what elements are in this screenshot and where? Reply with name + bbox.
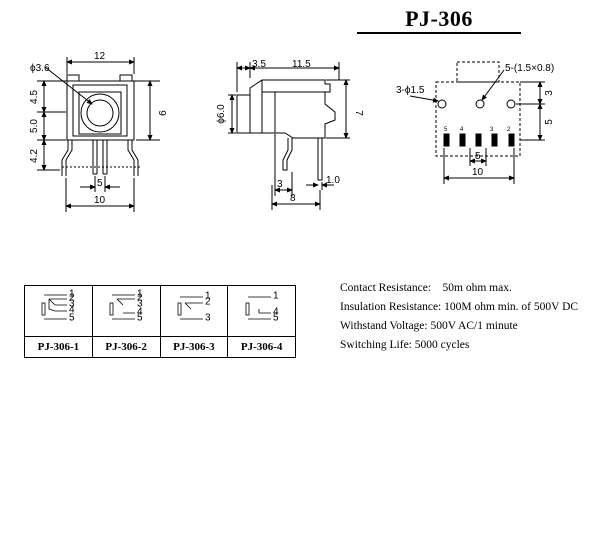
spec-switching-life: Switching Life: 5000 cycles — [340, 339, 470, 351]
front-view — [37, 57, 160, 212]
schematic-2-icon: 1 2 3 4 5 — [109, 288, 143, 323]
front-body-outline — [66, 74, 135, 141]
front-right-lead — [127, 140, 139, 176]
specifications: Contact Resistance: 50m ohm max. Insulat… — [340, 279, 578, 355]
pcb-slot-2 — [491, 133, 498, 147]
schematic-pin-label: 3 — [205, 312, 211, 323]
schematic-pin-label: 2 — [69, 292, 75, 303]
pcb-slot-4 — [459, 133, 466, 147]
pcb-dim-right-mid: 5 — [544, 119, 555, 125]
side-body-outline — [249, 79, 336, 139]
schematic-pin-label: 1 — [273, 290, 279, 301]
pcb-slot-1 — [508, 133, 515, 147]
side-dim-front: 3.5 — [252, 59, 266, 70]
pcb-pin-label: 4 — [460, 127, 464, 133]
schematic-4-icon: 1 4 5 — [245, 290, 279, 323]
front-dim-top: 4.5 — [29, 90, 40, 104]
side-dim-base: 8 — [290, 193, 296, 204]
side-pin-a — [282, 138, 293, 171]
spec-contact-resistance: Contact Resistance: 50m ohm max. — [340, 282, 512, 294]
schematic-pin-label: 4 — [273, 306, 279, 317]
pcb-dim-peg: 3-ϕ1.5 — [396, 85, 425, 96]
front-dim-base: 10 — [94, 195, 106, 206]
schematic-pin-label: 3 — [137, 298, 143, 309]
variant-schematic-1: 1 2 3 4 5 — [24, 285, 93, 337]
pcb-slot-3 — [475, 133, 482, 147]
front-pin-2 — [102, 140, 108, 175]
pcb-pin-label: 3 — [490, 127, 494, 133]
side-dim-pin-a: 3 — [277, 179, 283, 190]
pcb-slot-5 — [443, 133, 450, 147]
side-view — [228, 62, 350, 210]
front-dim-width: 12 — [94, 51, 106, 62]
variant-schematic-4: 1 4 5 — [227, 285, 296, 337]
schematic-pin-label: 5 — [273, 312, 279, 323]
pcb-dim-base: 10 — [472, 167, 484, 178]
schematic-1-icon: 1 2 3 4 5 — [41, 288, 75, 323]
side-dim-pin-b: 1.0 — [326, 175, 340, 186]
variant-schematic-2: 1 2 3 4 5 — [91, 285, 161, 337]
front-dim-lead: 4.2 — [29, 149, 40, 163]
front-socket-hole — [86, 99, 114, 127]
schematic-pin-label: 4 — [137, 306, 143, 317]
title-underline — [357, 32, 521, 34]
front-dim-height: 9 — [156, 110, 167, 116]
pcb-outline-top — [456, 61, 500, 83]
variant-label: PJ-306-1 — [24, 336, 93, 358]
pcb-dim-slots: 5-(1.5×0.8) — [505, 63, 554, 74]
schematic-pin-label: 2 — [205, 296, 211, 307]
variant-label: PJ-306-2 — [91, 336, 161, 358]
side-dim-body: 11.5 — [292, 59, 311, 70]
side-dim-height: 7 — [353, 110, 364, 116]
pcb-pin-label: 5 — [444, 127, 448, 133]
spec-withstand-voltage: Withstand Voltage: 500V AC/1 minute — [340, 320, 518, 332]
front-dim-hole: ϕ3.6 — [30, 63, 50, 74]
pcb-outline — [435, 81, 521, 157]
front-face — [78, 91, 122, 135]
variants-table: 1 2 3 4 5 1 2 3 4 5 — [24, 285, 296, 358]
schematic-pin-label: 1 — [137, 288, 143, 299]
side-front-collar — [236, 94, 251, 134]
front-dim-pin-spacing: 5 — [97, 178, 103, 189]
pcb-dim-pin-spacing: 5 — [475, 151, 481, 162]
variant-label: PJ-306-3 — [159, 336, 229, 358]
schematic-pin-label: 3 — [69, 298, 75, 309]
side-dim-diameter: ϕ6.0 — [216, 104, 227, 124]
front-socket-ring — [80, 93, 120, 133]
schematic-pin-label: 2 — [137, 292, 143, 303]
schematic-pin-label: 4 — [69, 304, 75, 315]
pcb-view — [409, 61, 545, 184]
side-pin-b — [317, 138, 323, 181]
pcb-dim-right-top: 3 — [544, 90, 555, 96]
part-number-title: PJ-306 — [405, 6, 473, 31]
schematic-pin-label: 5 — [137, 312, 143, 323]
variant-schematic-3: 1 2 3 — [159, 285, 229, 337]
pcb-peg-right — [506, 99, 516, 109]
variant-label: PJ-306-4 — [227, 336, 296, 358]
front-left-lead — [61, 140, 73, 176]
front-inner-frame — [72, 84, 128, 137]
schematic-3-icon: 1 2 3 — [177, 290, 211, 323]
schematic-pin-label: 1 — [205, 290, 211, 301]
schematic-pin-label: 5 — [69, 312, 75, 323]
pcb-peg-left — [437, 99, 447, 109]
front-dim-mid: 5.0 — [29, 119, 40, 133]
front-pin-1 — [92, 140, 98, 175]
pcb-peg-mid — [475, 99, 485, 109]
schematic-pin-label: 1 — [69, 288, 75, 299]
pcb-pin-labels: 5 4 3 2 — [444, 127, 511, 133]
pcb-pin-label: 2 — [507, 127, 511, 133]
spec-insulation-resistance: Insulation Resistance: 100M ohm min. of … — [340, 301, 579, 313]
